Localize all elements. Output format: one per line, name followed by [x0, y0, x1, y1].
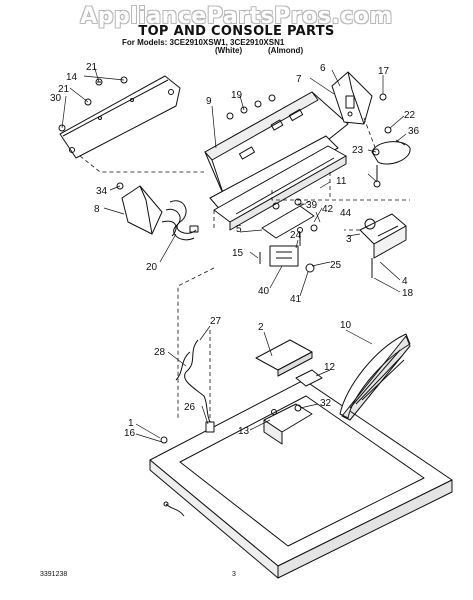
callout-3: 3: [346, 234, 352, 245]
callout-32: 32: [320, 398, 332, 409]
callout-21: 21: [58, 84, 70, 95]
variant-white: (White): [215, 46, 243, 55]
dryer-top-panel: [149, 379, 453, 579]
watermark: AppliancePartsPros.com: [80, 4, 393, 29]
console-rear-panel: [59, 75, 181, 159]
callout-34: 34: [96, 186, 108, 197]
callout-19: 19: [231, 90, 243, 101]
lint-filter-cover: [255, 339, 313, 377]
push-button-switch: [359, 213, 407, 278]
timer-bracket: [261, 198, 315, 239]
page-number: 3: [232, 571, 236, 578]
diagram-title: TOP AND CONSOLE PARTS: [138, 24, 335, 39]
callout-10: 10: [340, 320, 352, 331]
callout-4: 4: [402, 276, 408, 287]
callout-36: 36: [408, 126, 420, 137]
callout-22: 22: [404, 110, 416, 121]
callout-28: 28: [154, 347, 166, 358]
callout-18: 18: [402, 288, 414, 299]
console-end-cap-left: [116, 182, 163, 235]
callout-21: 21: [86, 62, 98, 73]
callout-2: 2: [258, 322, 264, 333]
lint-screen-housing: [263, 403, 313, 445]
dryer-lid: [339, 333, 411, 421]
callout-23: 23: [352, 145, 364, 156]
callout-24: 24: [290, 230, 302, 241]
callout-44: 44: [340, 208, 352, 219]
callout-12: 12: [324, 362, 336, 373]
callout-42: 42: [322, 204, 334, 215]
callout-15: 15: [232, 248, 244, 259]
callout-6: 6: [320, 63, 326, 74]
callout-27: 27: [210, 316, 222, 327]
callout-25: 25: [330, 260, 342, 271]
screw-icon: [84, 98, 92, 106]
callout-1: 1: [128, 418, 134, 429]
callout-14: 14: [66, 72, 78, 83]
callout-9: 9: [206, 96, 212, 107]
console-bracket: [213, 145, 347, 231]
lint-screen: [295, 369, 323, 387]
callout-17: 17: [378, 66, 390, 77]
callout-13: 13: [238, 426, 250, 437]
callout-41: 41: [290, 294, 302, 305]
callout-30: 30: [50, 93, 62, 104]
callout-16: 16: [124, 428, 136, 439]
timer-switch: [259, 224, 318, 273]
lid-switch-harness: [160, 339, 215, 517]
console-end-cap-right: [331, 71, 387, 125]
knob-assembly: [371, 126, 411, 188]
control-panel: [204, 91, 349, 213]
wire-harness: [161, 200, 199, 241]
variant-almond: (Almond): [268, 46, 304, 55]
callout-8: 8: [94, 204, 100, 215]
callout-5: 5: [236, 224, 242, 235]
document-number: 3391238: [40, 571, 68, 578]
callout-20: 20: [146, 262, 158, 273]
callout-40: 40: [258, 286, 270, 297]
callout-26: 26: [184, 402, 196, 413]
screw-icon: [58, 124, 66, 132]
callout-11: 11: [336, 176, 347, 187]
models-line: For Models: 3CE2910XSW1, 3CE2910XSN1: [122, 38, 285, 47]
callout-7: 7: [296, 74, 302, 85]
callout-39: 39: [306, 200, 318, 211]
